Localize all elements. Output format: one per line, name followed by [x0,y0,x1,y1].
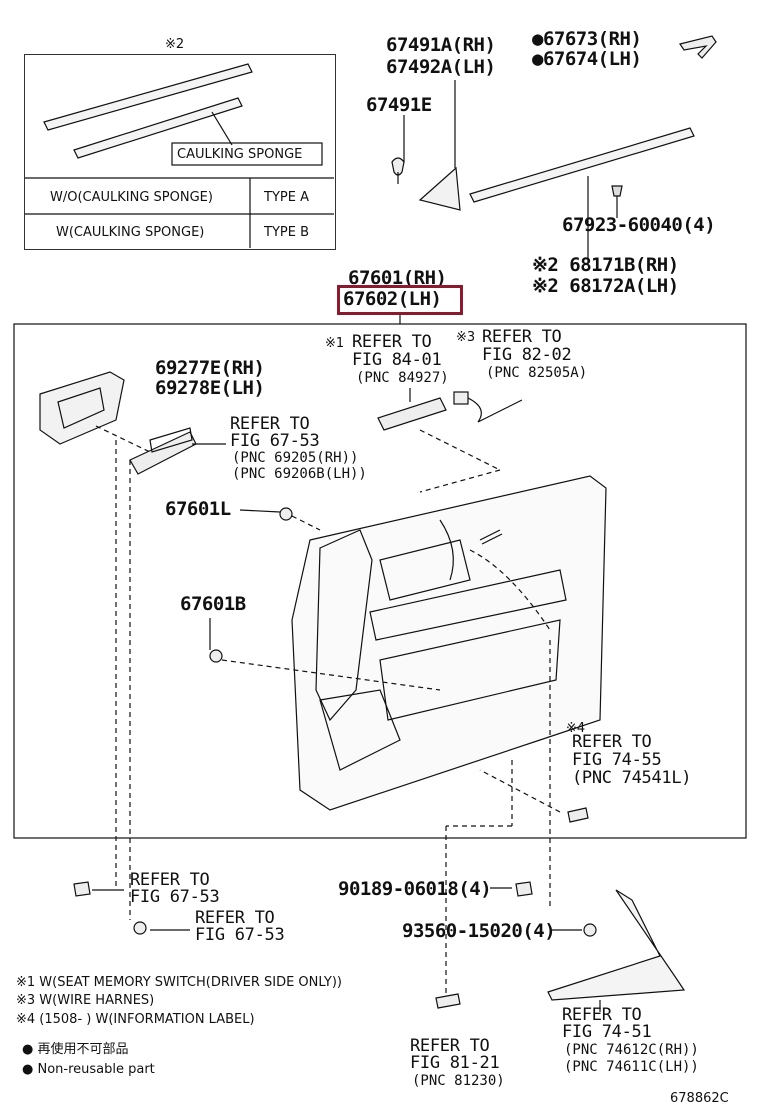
part-67491E[interactable]: 67491E [366,94,432,116]
ref-handle-line1[interactable]: REFER TO [230,414,310,434]
part-67602[interactable]: 67602(LH) [343,288,442,310]
ref-clip2-line1[interactable]: REFER TO [195,908,275,928]
ref-clip2-line2[interactable]: FIG 67-53 [195,925,285,945]
legend-english: ● Non-reusable part [22,1062,155,1077]
part-67673[interactable]: ●67673(RH) [532,28,642,50]
info-label-drawing [479,769,589,823]
part-90189[interactable]: 90189-06018(4) [338,878,492,900]
ref-handle-line2[interactable]: FIG 67-53 [230,431,320,451]
ref-handle-line3: (PNC 69205(RH)) [232,450,359,466]
note-3: ※3 W(WIRE HARNES) [16,993,155,1008]
belt-weatherstrip-drawing [469,127,695,264]
ref1-line2[interactable]: FIG 84-01 [352,350,442,370]
ref-clip1-line2[interactable]: FIG 67-53 [130,887,220,907]
inset-row-1-condition: W/O(CAULKING SPONGE) [50,190,213,205]
selected-part-highlight [337,285,463,315]
caulking-sponge-label: CAULKING SPONGE [177,147,303,162]
ref3-line1[interactable]: REFER TO [482,327,562,347]
part-67492A[interactable]: 67492A(LH) [386,56,496,78]
clips-drawing [73,881,597,1009]
part-69278E[interactable]: 69278E(LH) [155,377,265,399]
ref3-line3: (PNC 82505A) [486,365,588,381]
ref3-line2[interactable]: FIG 82-02 [482,345,572,365]
ref-clip1-line1[interactable]: REFER TO [130,870,210,890]
ref4-mark: ※4 [566,721,586,736]
ref1-line3: (PNC 84927) [356,370,449,386]
ref81-line1[interactable]: REFER TO [410,1036,490,1056]
bracket-drawing [679,35,717,59]
note-1: ※1 W(SEAT MEMORY SWITCH(DRIVER SIDE ONLY… [16,975,342,990]
part-67923[interactable]: 67923-60040(4) [562,214,716,236]
figure-id: 678862C [670,1091,729,1106]
note-4: ※4 (1508- ) W(INFORMATION LABEL) [16,1012,255,1027]
part-67601B[interactable]: 67601B [180,593,246,615]
door-trim-panel-drawing [291,475,607,811]
armrest-garnish-drawing [547,889,686,1001]
legend-japanese: ● 再使用不可部品 [22,1042,129,1057]
part-67601[interactable]: 67601(RH) [348,267,447,289]
inset-row-2-condition: W(CAULKING SPONGE) [56,225,205,240]
inset-box [24,54,336,250]
part-67601L[interactable]: 67601L [165,498,231,520]
memory-switch-drawing [377,388,523,493]
corner-cover-drawing [391,80,461,211]
handle-bezel-drawing [39,371,151,453]
inside-handle-drawing [129,427,226,475]
ref1-mark: ※1 [325,336,345,351]
part-68171B[interactable]: ※2 68171B(RH) [532,254,679,276]
inset-row-2-type: TYPE B [264,225,309,240]
screw-drawing [209,507,441,691]
inset-row-1-type: TYPE A [264,190,309,205]
ref1-line1[interactable]: REFER TO [352,332,432,352]
part-68172A[interactable]: ※2 68172A(LH) [532,275,679,297]
part-69277E[interactable]: 69277E(RH) [155,357,265,379]
part-93560[interactable]: 93560-15020(4) [402,920,556,942]
ref74-line1[interactable]: REFER TO [562,1005,642,1025]
ref74-line4: (PNC 74611C(LH)) [564,1059,699,1075]
ref4-line2[interactable]: FIG 74-55 [572,750,662,770]
ref4-line1[interactable]: REFER TO [572,732,652,752]
inset-mark: ※2 [165,37,185,52]
ref3-mark: ※3 [456,330,476,345]
part-67674[interactable]: ●67674(LH) [532,48,642,70]
ref81-line2[interactable]: FIG 81-21 [410,1053,500,1073]
ref81-line3: (PNC 81230) [412,1073,505,1089]
ref4-line3: (PNC 74541L) [572,768,692,788]
ref74-line2[interactable]: FIG 74-51 [562,1022,652,1042]
ref74-line3: (PNC 74612C(RH)) [564,1042,699,1058]
part-67491A[interactable]: 67491A(RH) [386,34,496,56]
inset-weatherstrip-drawing [24,63,334,248]
ref-handle-line4: (PNC 69206B(LH)) [232,466,367,482]
assembly-frame [13,323,747,839]
leader-lines [115,440,551,995]
